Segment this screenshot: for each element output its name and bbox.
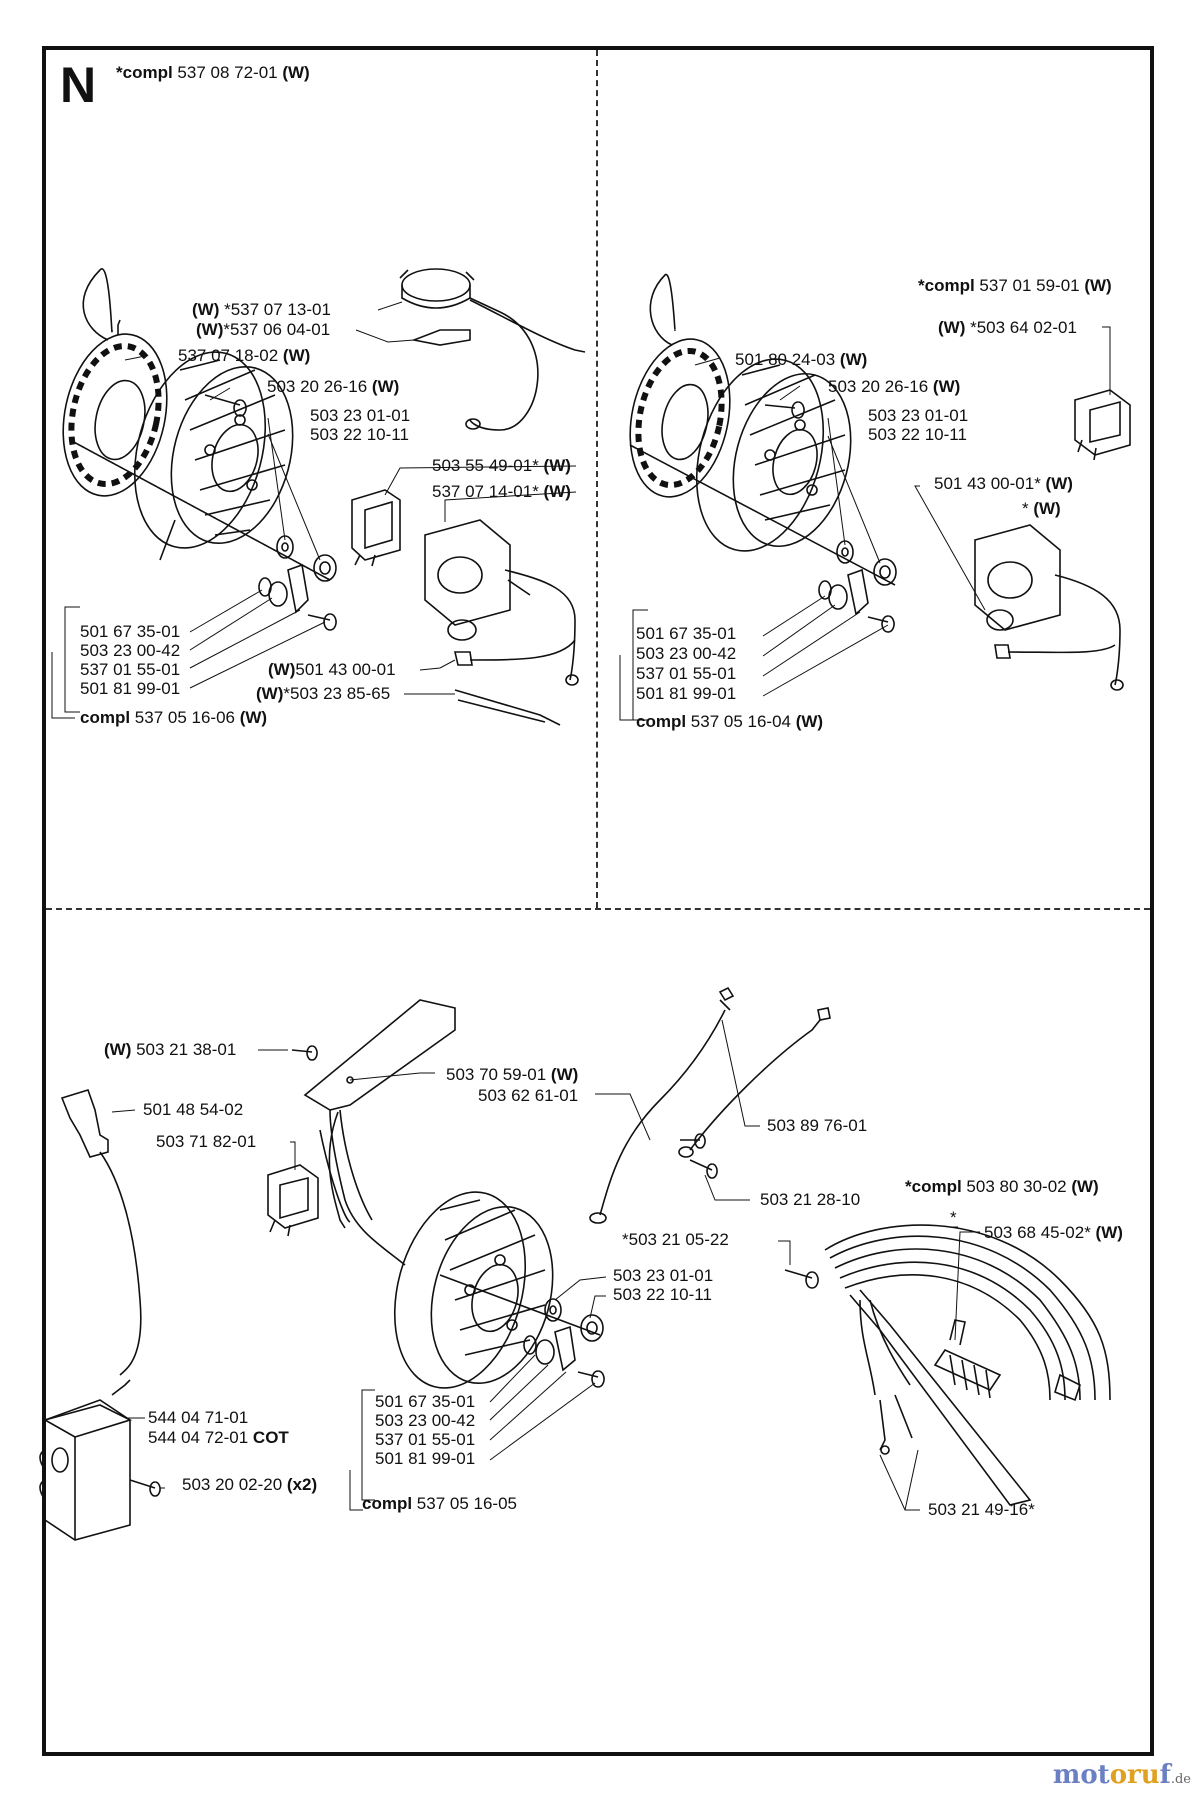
label-503-23-85-65: (W)*503 23 85-65 <box>256 684 391 703</box>
diagram-frame <box>42 46 1154 1756</box>
label-544-04-72-01-cot: 544 04 72-01 COT <box>148 1428 289 1447</box>
switch-top-right <box>1074 389 1131 461</box>
ignition-module-top-left <box>399 268 586 431</box>
label-503-64-02-01: (W) *503 64 02-01 <box>938 318 1077 337</box>
small-hardware-bottom <box>291 1045 819 1388</box>
label-503-20-02-20: 503 20 02-20 (x2) <box>182 1475 318 1494</box>
label-asterisk-bottom: * <box>950 1208 957 1227</box>
label-537-07-14-01: 537 07 14-01* (W) <box>432 482 571 501</box>
label-503-21-49-16: 503 21 49-16* <box>928 1500 1035 1519</box>
label-544-04-71-01: 544 04 71-01 <box>148 1408 249 1427</box>
flywheel-bottom <box>393 1191 601 1389</box>
label-501-67-35-01-b: 501 67 35-01 <box>375 1392 476 1411</box>
label-503-22-10-11: 503 22 10-11 <box>310 425 409 444</box>
flywheel-top-left <box>133 351 294 561</box>
label-501-43-00-01: (W)501 43 00-01 <box>268 660 396 679</box>
stator-coil-top-left <box>62 268 168 497</box>
label-501-67-35-01-tr: 501 67 35-01 <box>636 624 737 643</box>
label-501-48-54-02: 501 48 54-02 <box>143 1100 244 1119</box>
label-503-62-61-01: 503 62 61-01 <box>478 1086 579 1105</box>
label-compl-537-05-16-05: compl 537 05 16-05 <box>362 1494 517 1513</box>
leader-lines-top-left <box>51 301 577 719</box>
label-503-21-38-01: (W) 503 21 38-01 <box>104 1040 237 1059</box>
label-503-21-28-10: 503 21 28-10 <box>760 1190 861 1209</box>
label-537-06-04-01: (W)*537 06 04-01 <box>196 320 331 339</box>
label-503-23-00-42-b: 503 23 00-42 <box>375 1411 476 1430</box>
label-asterisk-w: * (W) <box>1022 499 1061 518</box>
label-503-22-10-11-tr: 503 22 10-11 <box>868 425 967 444</box>
label-501-81-99-01-tr: 501 81 99-01 <box>636 684 737 703</box>
ignition-plate-top-left <box>424 519 579 686</box>
label-501-67-35-01-tl: 501 67 35-01 <box>80 622 181 641</box>
horizontal-divider <box>46 908 1150 910</box>
label-537-07-13-01: (W) *537 07 13-01 <box>192 300 331 319</box>
label-503-55-49-01: 503 55 49-01* (W) <box>432 456 571 475</box>
section-letter: N <box>60 57 97 113</box>
label-503-70-59-01: 503 70 59-01 (W) <box>446 1065 579 1084</box>
label-537-01-55-01-tl: 537 01 55-01 <box>80 660 181 679</box>
switch-bottom <box>267 1164 319 1237</box>
label-503-23-01-01-b: 503 23 01-01 <box>613 1266 714 1285</box>
label-503-23-00-42-tl: 503 23 00-42 <box>80 641 181 660</box>
handle-bar-bottom <box>824 1224 1111 1506</box>
label-compl-503-80-30-02: *compl 503 80 30-02 (W) <box>905 1177 1099 1196</box>
leader-lines-top-right <box>619 326 1111 721</box>
vertical-divider <box>596 50 598 908</box>
label-501-80-24-03: 501 80 24-03 (W) <box>735 350 868 369</box>
label-503-21-05-22: *503 21 05-22 <box>622 1230 729 1249</box>
label-501-43-00-01-tr: 501 43 00-01* (W) <box>934 474 1073 493</box>
ignition-coil-bottom <box>39 1379 161 1541</box>
label-503-23-00-42-tr: 503 23 00-42 <box>636 644 737 663</box>
label-537-01-55-01-b: 537 01 55-01 <box>375 1430 476 1449</box>
label-compl-537-05-16-06: compl 537 05 16-06 (W) <box>80 708 268 727</box>
leader-lines-bottom <box>111 1019 980 1511</box>
wires-bottom <box>589 986 831 1224</box>
watermark-logo: motoruf.de <box>1052 1760 1191 1790</box>
small-hardware-top-left <box>69 394 337 631</box>
ignition-plate-top-right <box>974 524 1124 691</box>
label-compl-537-05-16-04: compl 537 05 16-04 (W) <box>636 712 824 731</box>
label-compl-537-01-59-01: *compl 537 01 59-01 (W) <box>918 276 1112 295</box>
label-503-20-26-16-tr: 503 20 26-16 (W) <box>828 377 961 396</box>
label-501-81-99-01-b: 501 81 99-01 <box>375 1449 476 1468</box>
label-503-20-26-16: 503 20 26-16 (W) <box>267 377 400 396</box>
small-hardware-top-right <box>629 401 897 633</box>
label-compl-537-08-72-01: *compl 537 08 72-01 (W) <box>116 63 310 82</box>
switch-top-left <box>351 489 401 567</box>
label-503-23-01-01: 503 23 01-01 <box>310 406 411 425</box>
label-537-07-18-02: 537 07 18-02 (W) <box>178 346 311 365</box>
label-537-01-55-01-tr: 537 01 55-01 <box>636 664 737 683</box>
label-501-81-99-01-tl: 501 81 99-01 <box>80 679 181 698</box>
label-503-71-82-01: 503 71 82-01 <box>156 1132 257 1151</box>
flywheel-top-right <box>695 358 852 552</box>
label-503-89-76-01: 503 89 76-01 <box>767 1116 868 1135</box>
spark-plug-cap-bottom <box>60 1089 142 1376</box>
label-503-22-10-11-b: 503 22 10-11 <box>613 1285 712 1304</box>
label-503-68-45-02: 503 68 45-02* (W) <box>984 1223 1123 1242</box>
cover-plate-bottom <box>303 999 456 1266</box>
fuel-hose-top-left <box>454 689 561 726</box>
label-503-23-01-01-tr: 503 23 01-01 <box>868 406 969 425</box>
